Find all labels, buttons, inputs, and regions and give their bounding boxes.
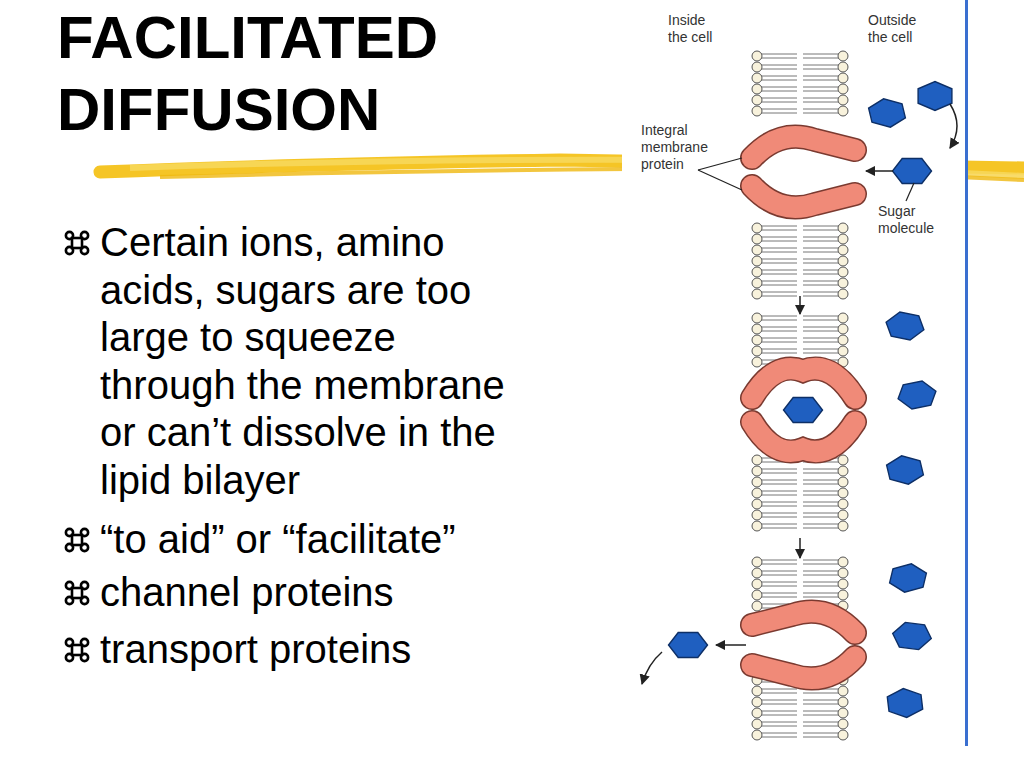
panel-border [965,0,968,746]
region-label: Outside the cell [868,12,930,46]
part-label: Sugar molecule [878,203,948,237]
arrows [642,104,957,684]
slide-title: FACILITATED DIFFUSION [57,2,497,146]
bullet-symbol [66,232,88,661]
leader-line [698,158,914,201]
bullet-text: Certain ions, amino acids, sugars are to… [100,219,525,504]
bullet-text: channel proteins [100,569,525,617]
bullet-text: “to aid” or “facilitate” [100,516,525,564]
part-label: Integral membrane protein [641,122,741,173]
figure-panel [622,0,968,746]
bullet-text: transport proteins [100,626,525,674]
region-label: Inside the cell [668,12,726,46]
sugar-molecule [669,82,952,718]
integral-protein [752,137,855,679]
